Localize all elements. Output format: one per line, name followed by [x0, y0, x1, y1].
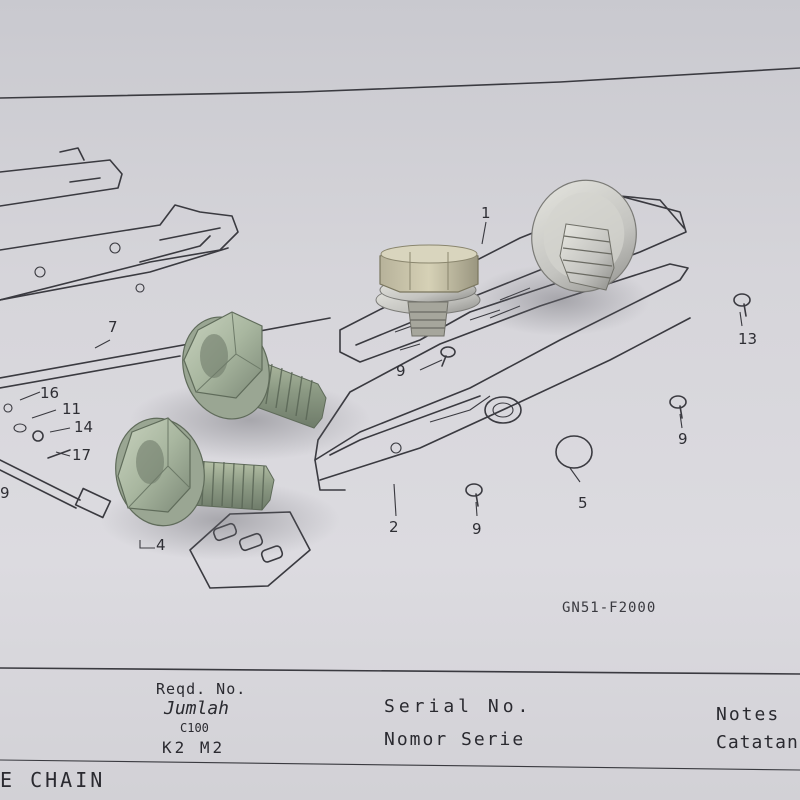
frame-drawing	[0, 147, 331, 519]
callout-9: 9	[678, 430, 688, 448]
flange-bolt-upper	[182, 311, 327, 429]
callout-13: 13	[738, 330, 758, 348]
callout-9: 9	[396, 362, 406, 380]
callout-4: 4	[156, 536, 166, 554]
leader-1	[481, 221, 487, 245]
part-name-label: E CHAIN	[0, 768, 106, 792]
serial-no-label: Serial No.	[384, 696, 533, 717]
nomor-serie-label: Nomor Serie	[384, 729, 526, 750]
callout-16: 16	[40, 384, 60, 402]
drawing-code: GN51-F2000	[562, 600, 657, 616]
plug-drawing	[555, 435, 593, 483]
small-screws-drawing	[419, 293, 751, 517]
hex-nut-with-washers	[375, 244, 481, 337]
notes-label: Notes	[716, 704, 781, 725]
washer-with-stud	[531, 179, 637, 293]
callout-14: 14	[74, 418, 94, 436]
catatan-label: Catatan	[716, 732, 799, 753]
callout-5: 5	[578, 494, 588, 512]
leader-2	[393, 483, 397, 517]
variants-label: K2 M2	[162, 738, 226, 757]
callout-9: 9	[0, 484, 10, 502]
jumlah-label: Jumlah	[164, 698, 230, 719]
table-top-rule	[0, 667, 800, 675]
table-mid-rule	[0, 759, 800, 771]
flange-bolt-lower	[115, 417, 275, 527]
reqd-no-label: Reqd. No.	[156, 680, 247, 698]
model-label: C100	[180, 721, 209, 735]
callout-2: 2	[389, 518, 399, 536]
paper-border-line	[0, 67, 800, 99]
callout-17: 17	[72, 446, 92, 464]
callout-7: 7	[108, 318, 118, 336]
callout-1: 1	[481, 204, 491, 222]
callout-11: 11	[62, 400, 82, 418]
callout-9: 9	[472, 520, 482, 538]
